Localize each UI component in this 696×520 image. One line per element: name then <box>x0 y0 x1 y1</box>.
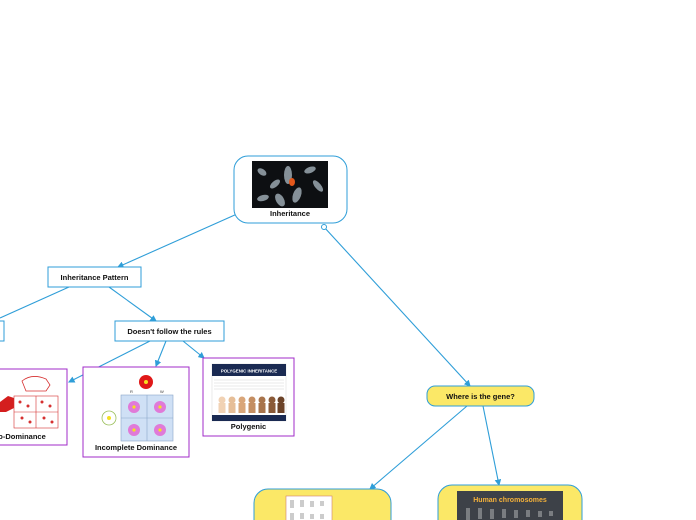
connector-doesnt-follow-to-polygenic <box>182 340 205 359</box>
polygenic-chart-image-icon: POLYGENIC INHERITANCE <box>211 363 287 422</box>
co-dominance-cattle-image-icon <box>0 376 59 429</box>
chromosome-photo-icon <box>252 161 328 208</box>
connector-pattern-to-left <box>0 286 70 319</box>
punnett-square-flowers-icon: R W <box>101 375 174 442</box>
svg-text:R: R <box>130 389 133 394</box>
incomplete-dominance-label: Incomplete Dominance <box>95 443 177 452</box>
connector-where-gene-to-left <box>369 405 468 490</box>
connector-where-gene-to-human-chromosomes <box>482 405 502 487</box>
left-offscreen-node[interactable] <box>0 320 5 342</box>
connector-pattern-to-doesnt-follow <box>108 286 157 322</box>
inheritance-pattern-label: Inheritance Pattern <box>61 273 129 282</box>
connector-handle[interactable] <box>321 224 327 230</box>
svg-text:Human chromosomes: Human chromosomes <box>473 497 547 504</box>
where-gene-label: Where is the gene? <box>446 392 515 401</box>
connector-root-to-inheritance-pattern <box>116 213 238 268</box>
svg-text:W: W <box>160 389 164 394</box>
human-chromosomes-image-icon: Human chromosomes <box>457 491 563 520</box>
connector-root-to-where-gene <box>323 226 471 387</box>
root-node-label: Inheritance <box>270 209 310 218</box>
where-gene-node[interactable] <box>426 385 535 407</box>
doesnt-follow-label: Doesn't follow the rules <box>127 327 211 336</box>
svg-text:POLYGENIC INHERITANCE: POLYGENIC INHERITANCE <box>221 369 277 374</box>
doesnt-follow-node[interactable] <box>114 320 225 342</box>
karyotype-image-icon <box>285 495 333 520</box>
connector-doesnt-follow-to-incomplete <box>154 340 167 368</box>
co-dominance-label: o-Dominance <box>0 432 46 441</box>
polygenic-label: Polygenic <box>231 422 266 431</box>
inheritance-pattern-node[interactable] <box>47 266 142 288</box>
